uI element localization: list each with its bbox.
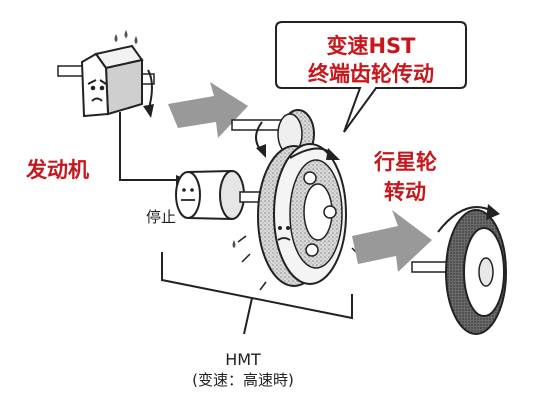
planetary-label-2: 转动	[384, 180, 426, 204]
engine-rotation-arrow	[143, 69, 154, 118]
callout-line-1: 变速HST	[326, 34, 416, 58]
hmt-label: HMT	[225, 350, 261, 369]
flow-arrow-1	[168, 82, 248, 138]
hmt-note: (变速：高速時)	[192, 371, 294, 389]
engine-label: 发动机	[26, 158, 89, 182]
callout-line-2: 终端齿轮传动	[308, 62, 434, 86]
stop-drum	[175, 170, 245, 220]
engine-cube	[80, 30, 144, 118]
wheel	[437, 204, 507, 335]
flow-arrow-2	[352, 210, 432, 272]
hmt-caption: HMT (变速：高速時)	[168, 350, 318, 390]
planetary-label-1: 行星轮	[374, 150, 437, 174]
planetary-gear	[232, 143, 359, 291]
stop-label: 停止	[146, 208, 177, 226]
callout-bubble	[275, 21, 467, 133]
hmt-bracket	[161, 252, 353, 335]
callout-label: 变速HST 终端齿轮传动	[276, 32, 466, 88]
